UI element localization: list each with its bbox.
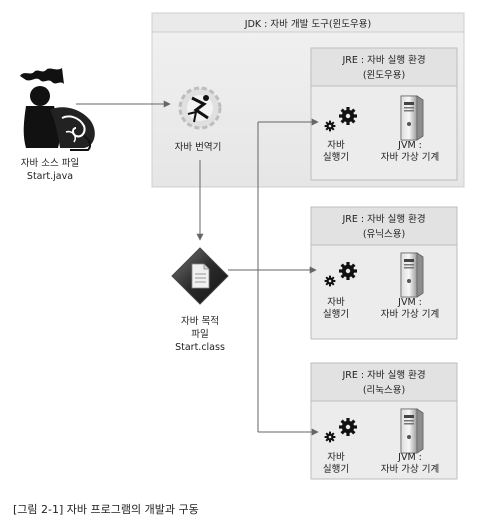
jre-platform: (유닉스용) [363, 229, 405, 240]
gear-icon [339, 418, 357, 436]
gear-icon [324, 431, 336, 443]
executor-label: 자바 [327, 140, 345, 151]
gear-icon [324, 120, 336, 132]
jre-platform: (윈도우용) [363, 70, 405, 81]
executor-label: 자바 [327, 297, 345, 308]
gear-icon [339, 262, 357, 280]
gear-icon [324, 275, 336, 287]
jvm-label: JVM : [397, 140, 422, 151]
object-file-icon [171, 247, 229, 305]
source-file-label: 자바 소스 파일 [21, 158, 79, 169]
source-file-icon [20, 68, 95, 151]
object-file-name: Start.class [175, 342, 225, 353]
server-icon [400, 408, 424, 454]
jvm-label: JVM : [397, 297, 422, 308]
jdk-title: JDK : 자바 개발 도구(윈도우용) [244, 19, 371, 30]
jre-title: JRE : 자바 실행 환경 [341, 369, 425, 381]
executor-label: 실행기 [323, 463, 349, 475]
server-icon [400, 95, 424, 141]
jvm-label: 자바 가상 기계 [381, 463, 439, 475]
executor-label: 자바 [327, 452, 345, 463]
executor-label: 실행기 [323, 308, 349, 320]
figure-caption: [그림 2-1] 자바 프로그램의 개발과 구동 [13, 503, 199, 516]
jre-box-windows: JRE : 자바 실행 환경 (윈도우용) 자바 실행기 JVM : 자바 가상… [310, 47, 458, 181]
gear-icon [339, 107, 357, 125]
jvm-label: JVM : [397, 452, 422, 463]
jre-box-linux: JRE : 자바 실행 환경 (리눅스용) 자바 실행기 JVM : 자바 가상… [310, 362, 458, 480]
jre-title: JRE : 자바 실행 환경 [341, 213, 425, 225]
executor-label: 실행기 [323, 151, 349, 163]
jvm-label: 자바 가상 기계 [381, 151, 439, 163]
jre-title: JRE : 자바 실행 환경 [341, 54, 425, 66]
compiler-icon [178, 86, 222, 130]
object-file-label: 파일 [191, 329, 208, 340]
source-file-name: Start.java [27, 171, 73, 182]
compiler-label: 자바 번역기 [175, 142, 222, 153]
jre-box-unix: JRE : 자바 실행 환경 (유닉스용) 자바 실행기 JVM : 자바 가상… [310, 206, 458, 340]
server-icon [400, 252, 424, 298]
object-file-label: 자바 목적 [181, 315, 219, 327]
connectors [76, 100, 319, 436]
jvm-label: 자바 가상 기계 [381, 308, 439, 320]
jre-platform: (리눅스용) [363, 385, 405, 396]
